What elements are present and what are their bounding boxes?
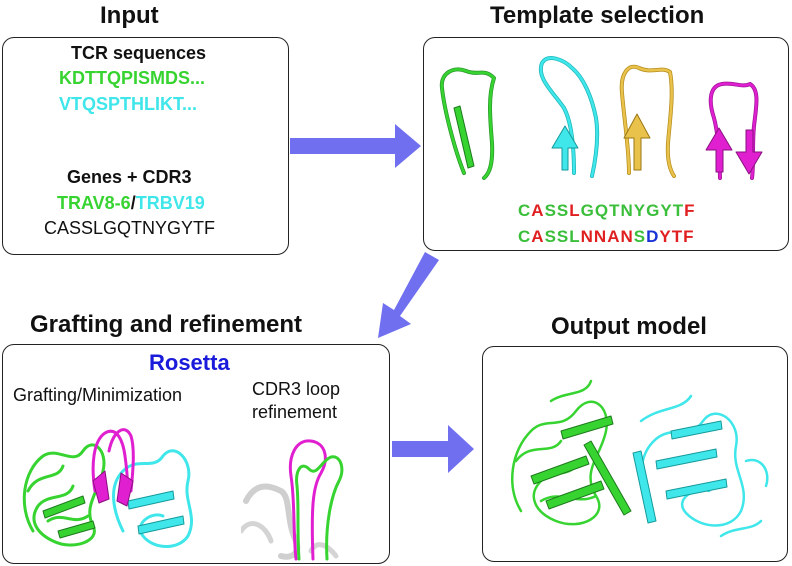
alignment-residue: F bbox=[683, 227, 695, 246]
alignment-residue: N bbox=[620, 227, 634, 246]
alignment-residue: C bbox=[518, 201, 532, 220]
alignment-residue: A bbox=[531, 227, 545, 246]
output-structure bbox=[511, 379, 769, 538]
arrow-input-to-template bbox=[290, 124, 421, 168]
gene-alpha: TRAV8-6 bbox=[57, 193, 131, 213]
alignment-residue: S bbox=[544, 227, 557, 246]
alignment-residue: S bbox=[633, 227, 647, 246]
template-green bbox=[439, 67, 496, 180]
cdr3-loop-refinement-label-1: CDR3 loop bbox=[252, 379, 341, 399]
alignment-residue: L bbox=[569, 227, 581, 246]
arrow-grafting-to-output bbox=[392, 425, 474, 473]
grafting-panel: Rosetta Grafting/Minimization CDR3 loop … bbox=[2, 344, 390, 564]
alignment-residue: T bbox=[671, 227, 684, 246]
gene-separator: / bbox=[130, 193, 136, 213]
alignment-residue: T bbox=[609, 201, 621, 220]
heading-template-selection: Template selection bbox=[490, 2, 705, 29]
input-panel: TCR sequences KDTTQPISMDS... VTQSPTHLIKT… bbox=[2, 37, 289, 255]
alignment-residue: T bbox=[672, 201, 685, 220]
template-structures bbox=[439, 56, 763, 180]
alignment-residue: F bbox=[684, 201, 696, 220]
heading-grafting: Grafting and refinement bbox=[30, 311, 303, 338]
cdr3-alignment-row-1: CASSLGQTNYGYTF bbox=[518, 201, 695, 221]
heading-output: Output model bbox=[551, 313, 707, 340]
grafted-structure bbox=[22, 428, 193, 548]
genes-cdr3-title: Genes + CDR3 bbox=[67, 167, 192, 187]
alignment-residue: Y bbox=[659, 227, 672, 246]
alignment-residue: G bbox=[580, 201, 595, 220]
rosetta-label: Rosetta bbox=[149, 350, 230, 375]
alignment-residue: S bbox=[556, 201, 570, 220]
alignment-residue: D bbox=[646, 227, 660, 246]
cdr3-loop-refinement-label-2: refinement bbox=[252, 402, 338, 422]
alignment-residue: A bbox=[607, 227, 621, 246]
alignment-residue: N bbox=[580, 227, 594, 246]
grafting-minimization-label: Grafting/Minimization bbox=[13, 385, 183, 405]
alignment-residue: S bbox=[544, 201, 557, 220]
template-panel: CASSLGQTNYGYTF CASSLNNANSDYTF bbox=[423, 37, 789, 251]
alignment-residue: N bbox=[593, 227, 608, 246]
output-panel bbox=[482, 346, 788, 562]
cdr3-refinement-structure bbox=[241, 439, 344, 561]
alignment-residue: L bbox=[569, 201, 581, 220]
heading-input: Input bbox=[100, 2, 159, 29]
gene-beta: TRBV19 bbox=[135, 193, 205, 213]
alpha-sequence: KDTTQPISMDS... bbox=[59, 68, 206, 88]
alignment-residue: N bbox=[620, 201, 634, 220]
beta-sequence: VTQSPTHLIKT... bbox=[59, 94, 198, 114]
alignment-residue: Y bbox=[633, 201, 647, 220]
alignment-residue: Y bbox=[660, 201, 673, 220]
gene-names: TRAV8-6/TRBV19 bbox=[57, 193, 205, 214]
alignment-residue: A bbox=[531, 201, 545, 220]
alignment-residue: G bbox=[646, 201, 661, 220]
template-gold bbox=[619, 64, 676, 178]
alignment-residue: S bbox=[556, 227, 570, 246]
arrow-template-to-grafting bbox=[378, 252, 439, 338]
cdr3-alignment-row-2: CASSLNNANSDYTF bbox=[518, 227, 695, 247]
alignment-residue: Q bbox=[594, 201, 610, 220]
alignment-residue: C bbox=[518, 227, 532, 246]
template-magenta bbox=[705, 81, 763, 180]
cdr3-sequence: CASSLGQTNYGYTF bbox=[44, 218, 216, 238]
template-cyan bbox=[538, 56, 600, 178]
tcr-sequences-title: TCR sequences bbox=[71, 43, 207, 63]
